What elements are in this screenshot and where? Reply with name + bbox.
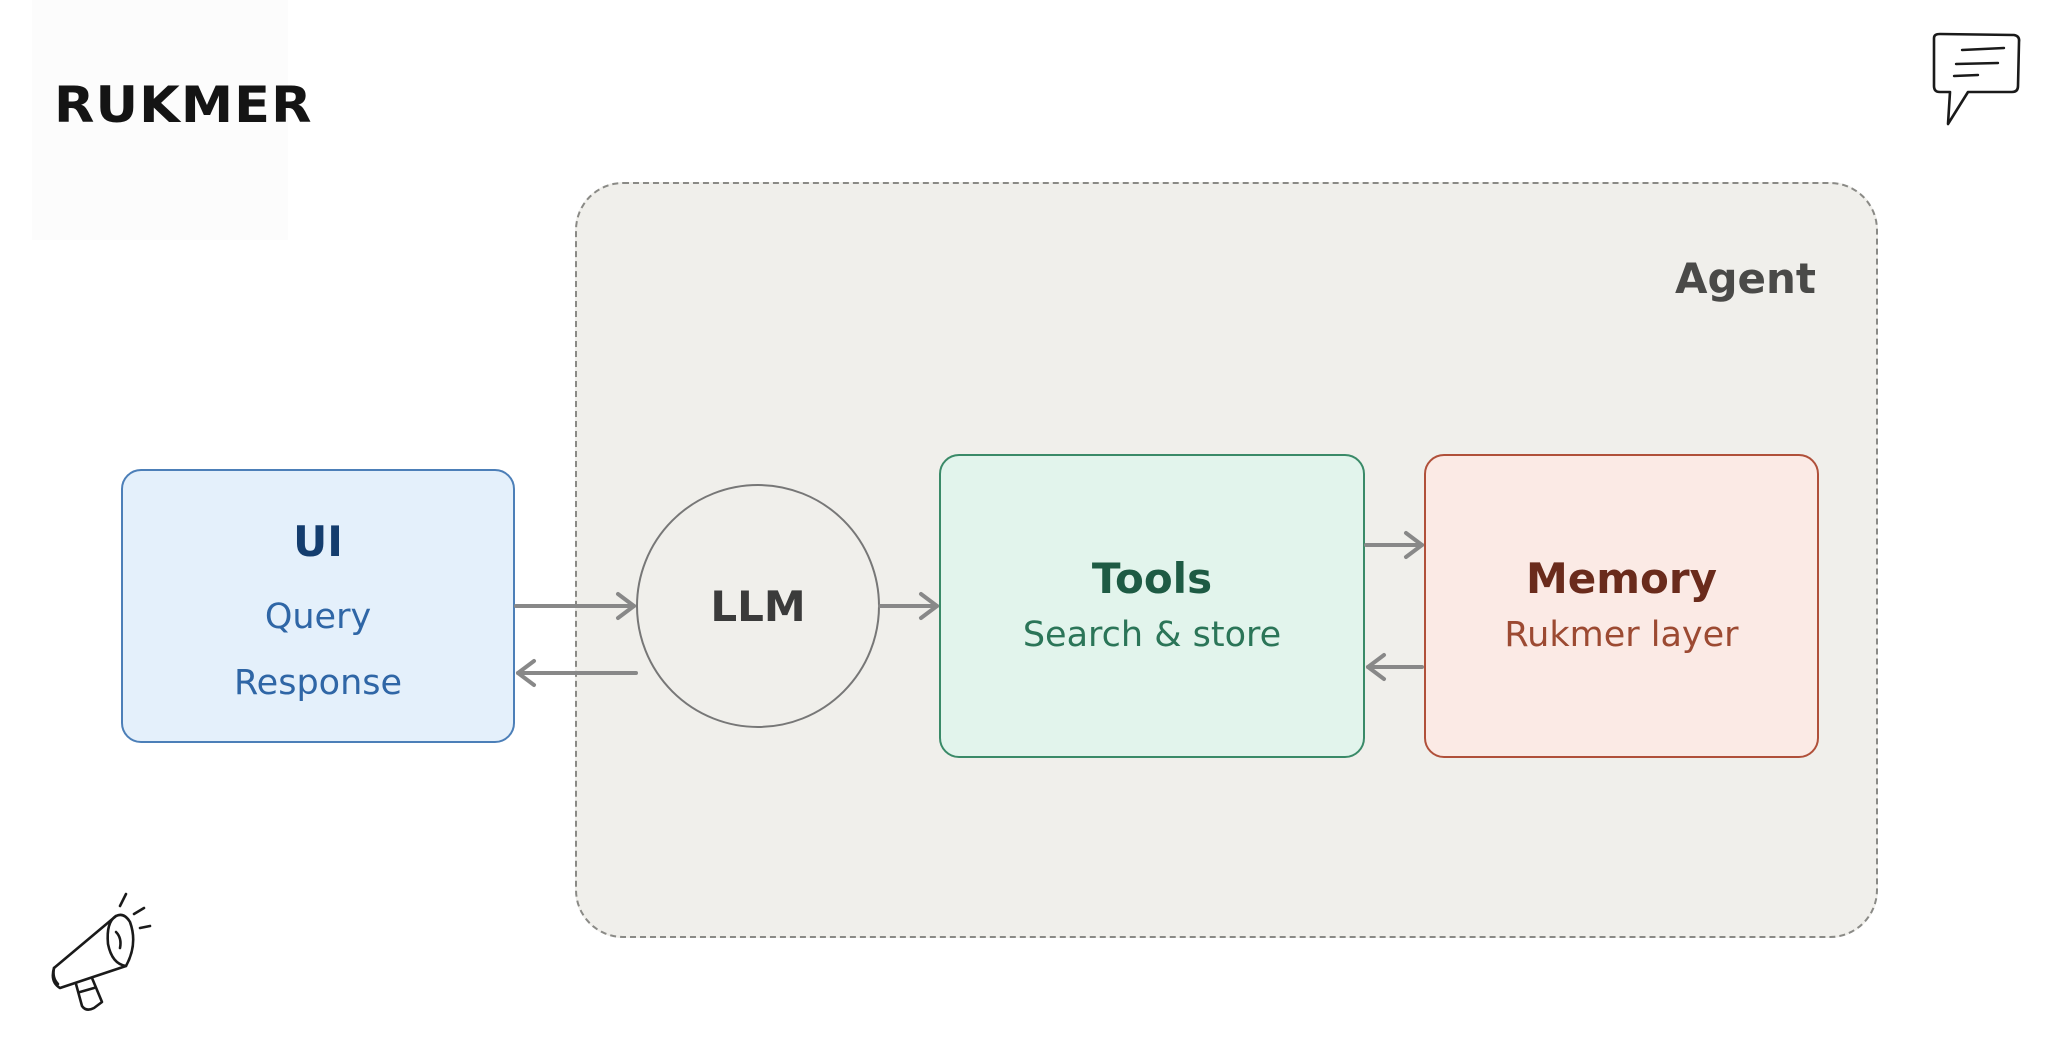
- memory-title: Memory: [1526, 554, 1717, 603]
- brand-logo: RUKMER: [54, 76, 313, 134]
- arrow-ui-to-llm: [514, 592, 636, 620]
- chat-bubble-icon[interactable]: [1928, 30, 2024, 130]
- tools-node: Tools Search & store: [939, 454, 1365, 758]
- memory-node: Memory Rukmer layer: [1424, 454, 1819, 758]
- arrow-tools-to-memory: [1364, 531, 1424, 559]
- ui-node: UI Query Response: [121, 469, 515, 743]
- tools-subtitle: Search & store: [1022, 615, 1282, 655]
- arrow-llm-to-ui: [516, 659, 638, 687]
- ui-title: UI: [293, 517, 343, 566]
- llm-title: LLM: [710, 581, 806, 631]
- logo-tile: [32, 0, 288, 240]
- megaphone-icon[interactable]: [46, 892, 170, 1016]
- ui-query-label: Query: [264, 597, 372, 637]
- arrow-memory-to-tools: [1366, 653, 1424, 681]
- ui-response-label: Response: [233, 663, 403, 703]
- agent-label: Agent: [1674, 254, 1816, 303]
- arrow-llm-to-tools: [878, 592, 939, 620]
- memory-subtitle: Rukmer layer: [1504, 615, 1739, 655]
- tools-title: Tools: [1091, 554, 1213, 603]
